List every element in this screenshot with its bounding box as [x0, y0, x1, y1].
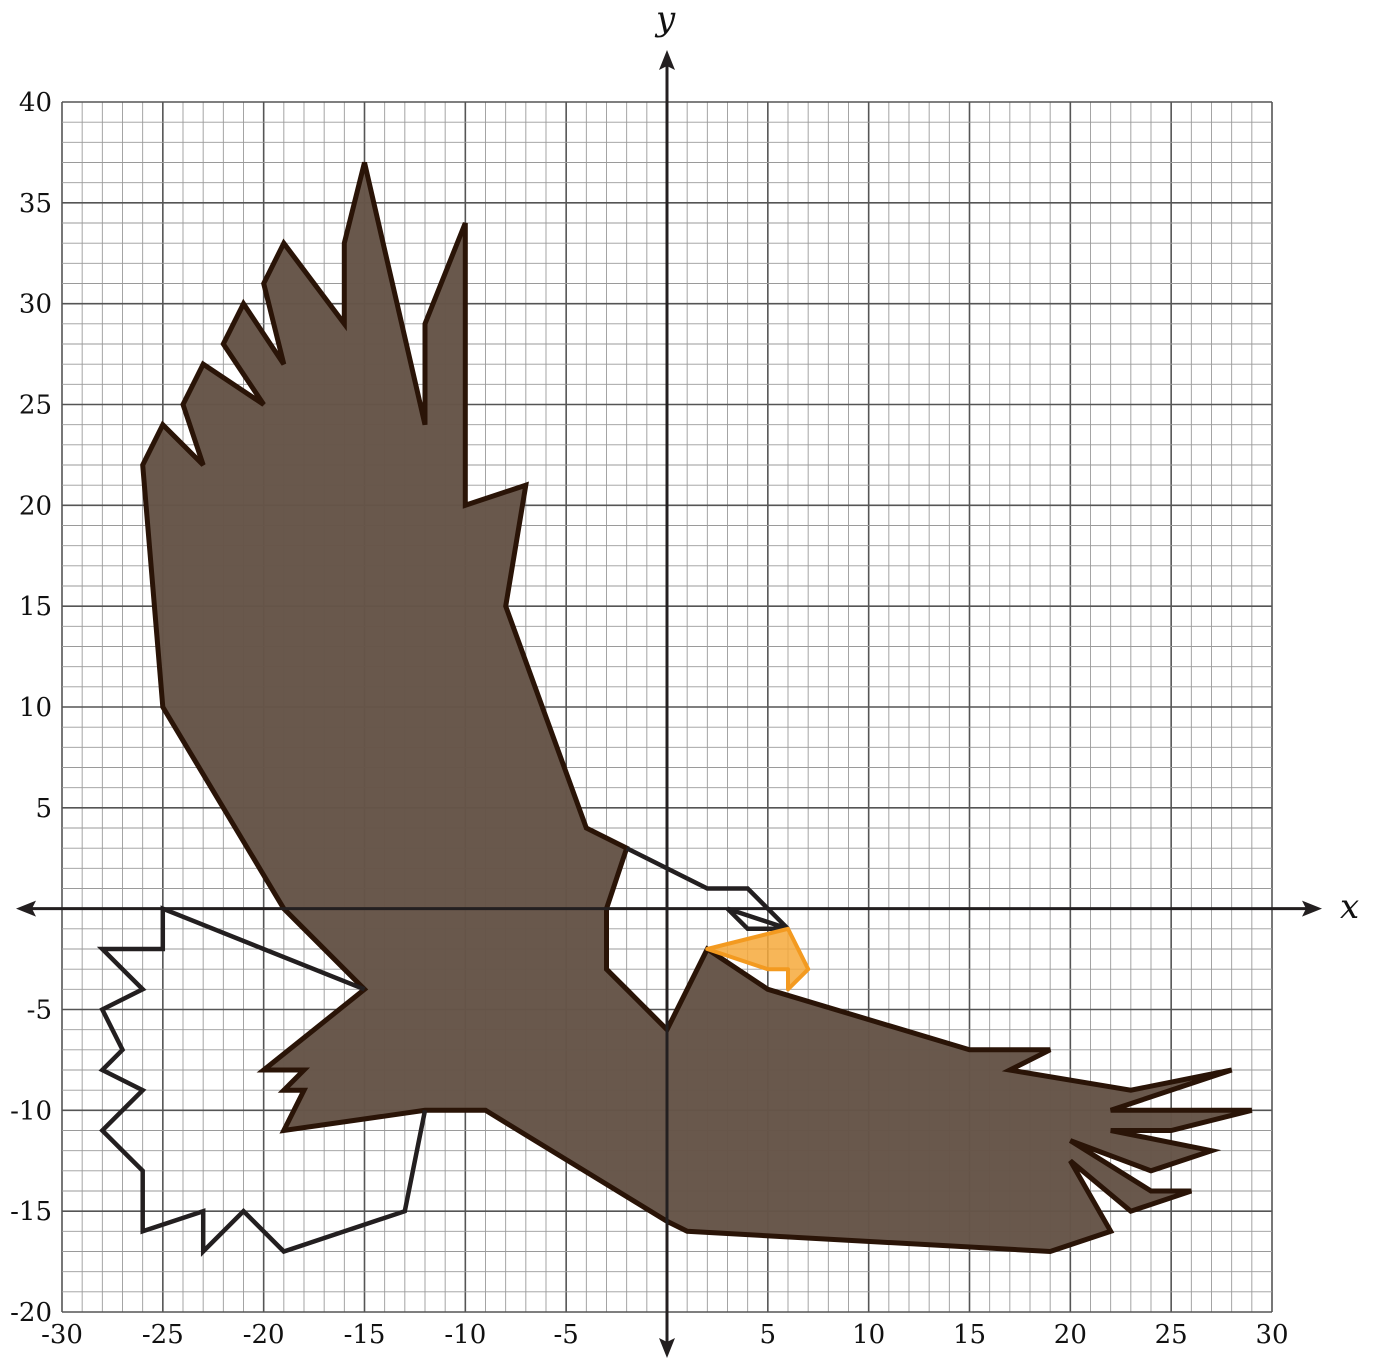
x-tick-label: 5: [760, 1320, 777, 1350]
x-tick-label: -10: [444, 1320, 486, 1350]
eagle-body: [140, 161, 1253, 1255]
x-tick-label: 20: [1054, 1320, 1087, 1350]
y-tick-label: 40: [19, 88, 52, 118]
y-axis-arrow-up: [659, 50, 675, 70]
tick-labels: -30 -25 -20 -15 -10 -5 5 10 15 20 25 30 40 35 30 25 20 15…: [10, 88, 1288, 1350]
x-tick-label: 15: [953, 1320, 986, 1350]
y-tick-label: -20: [10, 1298, 52, 1328]
y-tick-label: 10: [19, 693, 52, 723]
y-tick-label: 30: [19, 290, 52, 320]
x-axis-label: x: [1340, 887, 1359, 927]
y-tick-label: 35: [19, 189, 52, 219]
y-axis-arrow-down: [659, 1338, 675, 1358]
y-tick-label: 25: [19, 391, 52, 421]
x-axis-arrow-left: [16, 900, 36, 917]
x-tick-label: 30: [1255, 1320, 1288, 1350]
y-tick-label: -15: [10, 1197, 52, 1227]
x-tick-label: 25: [1155, 1320, 1188, 1350]
y-tick-label: 20: [19, 491, 52, 521]
y-tick-label: -10: [10, 1096, 52, 1126]
x-tick-label: -5: [554, 1320, 579, 1350]
y-tick-label: 15: [19, 592, 52, 622]
y-tick-label: -5: [27, 996, 52, 1026]
tail-outline: [96, 905, 428, 1257]
y-tick-label: 5: [35, 794, 52, 824]
x-tick-label: -30: [41, 1320, 83, 1350]
beak: [705, 926, 811, 992]
y-axis-label: y: [654, 0, 676, 39]
x-tick-label: -25: [142, 1320, 184, 1350]
x-tick-label: -20: [243, 1320, 285, 1350]
axes: [16, 50, 1322, 1358]
eagle-figure: [96, 161, 1253, 1257]
x-tick-label: -15: [344, 1320, 386, 1350]
x-axis-arrow-right: [1302, 900, 1322, 917]
x-tick-label: 10: [852, 1320, 885, 1350]
